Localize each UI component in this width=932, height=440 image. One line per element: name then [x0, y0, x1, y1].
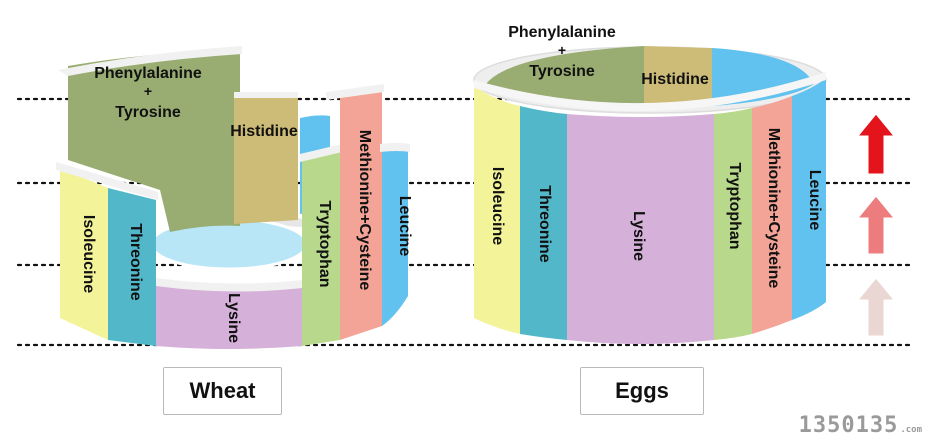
wheat-stave-tryptophan — [302, 150, 340, 346]
wheat-labels: Phenylalanine + Tyrosine Histidine Isole… — [80, 65, 413, 343]
wheat-barrel: Phenylalanine + Tyrosine Histidine Isole… — [56, 46, 413, 349]
eggs-stave-leucine — [792, 78, 826, 320]
eggs-stave-tryptophan — [714, 108, 752, 340]
eggs-label-phenylalanine: Phenylalanine — [508, 24, 616, 41]
wheat-stave-methionine-cysteine — [340, 88, 382, 340]
wheat-rim-tryptophan — [300, 144, 342, 162]
wheat-rim-methionine — [326, 84, 384, 100]
eggs-label-threonine: Threonine — [536, 185, 553, 262]
eggs-label-leucine: Leucine — [806, 170, 823, 231]
eggs-stave-methionine-cysteine — [752, 96, 792, 334]
eggs-top-histidine — [644, 46, 712, 106]
level-arrows — [856, 113, 896, 337]
eggs-stave-threonine — [520, 106, 567, 340]
eggs-label-histidine: Histidine — [641, 71, 709, 88]
wheat-label-lysine: Lysine — [225, 293, 242, 343]
wheat-rim-leucine — [380, 143, 410, 152]
wheat-stave-isoleucine — [60, 168, 108, 340]
wheat-label-threonine: Threonine — [127, 223, 144, 300]
eggs-stave-isoleucine — [474, 86, 520, 334]
watermark-suffix: .com — [900, 425, 922, 435]
eggs-label-methionine-cysteine: Methionine+Cysteine — [765, 128, 782, 289]
wheat-label-leucine: Leucine — [396, 196, 413, 257]
eggs-label-tryptophan: Tryptophan — [726, 162, 743, 249]
wheat-stave-phenylalanine-tyrosine-rim — [58, 46, 242, 76]
wheat-back-rim — [150, 217, 330, 246]
arrow-high-icon — [856, 113, 896, 175]
eggs-caption: Eggs — [580, 367, 704, 415]
eggs-top-leucine — [712, 48, 814, 106]
wheat-stave-histidine — [234, 96, 298, 224]
wheat-stave-histidine-rim — [234, 92, 298, 98]
wheat-label-methionine-cysteine: Methionine+Cysteine — [356, 130, 373, 291]
wheat-label-isoleucine: Isoleucine — [80, 215, 97, 293]
wheat-stave-threonine — [108, 188, 156, 346]
wheat-label-tryptophan: Tryptophan — [316, 200, 333, 287]
eggs-label-isoleucine: Isoleucine — [489, 167, 506, 245]
wheat-rim-lysine — [156, 278, 302, 292]
arrow-low-icon — [856, 277, 896, 337]
eggs-barrel: Phenylalanine + Tyrosine Histidine Isole… — [473, 24, 827, 344]
eggs-caption-text: Eggs — [615, 378, 669, 403]
wheat-stave-phenylalanine-tyrosine — [68, 50, 240, 232]
wheat-stave-lysine — [156, 284, 302, 349]
eggs-labels: Phenylalanine + Tyrosine Histidine Isole… — [489, 24, 823, 288]
wheat-rim-left — [56, 162, 158, 200]
wheat-label-tyrosine: Tyrosine — [115, 104, 181, 121]
eggs-label-tyrosine: Tyrosine — [529, 63, 595, 80]
wheat-label-histidine: Histidine — [230, 123, 298, 140]
eggs-label-plus: + — [558, 42, 566, 58]
eggs-label-lysine: Lysine — [630, 211, 647, 261]
eggs-front-rim — [474, 72, 826, 112]
eggs-stave-lysine — [567, 114, 714, 344]
wheat-label-plus: + — [144, 83, 152, 99]
watermark: 1350135.com — [799, 413, 922, 438]
wheat-label-phenylalanine: Phenylalanine — [94, 65, 202, 82]
watermark-number: 1350135 — [798, 413, 899, 438]
wheat-caption: Wheat — [163, 367, 282, 415]
wheat-stave-leucine — [382, 150, 408, 326]
arrow-medium-icon — [856, 195, 896, 255]
eggs-top-phenylalanine-tyrosine — [486, 46, 644, 106]
wheat-caption-text: Wheat — [189, 378, 256, 403]
